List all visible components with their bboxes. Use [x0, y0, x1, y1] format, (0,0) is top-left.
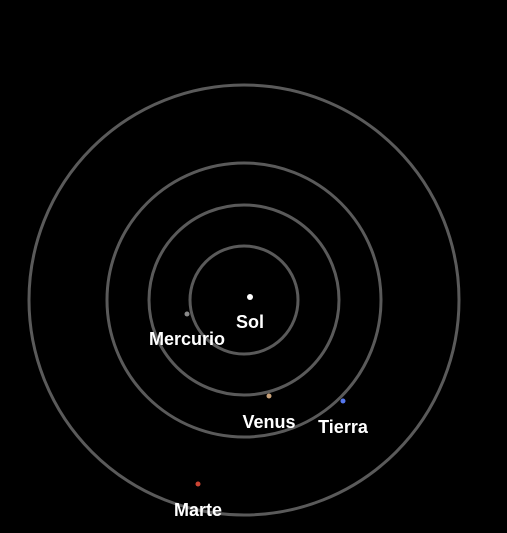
planet-marte-label: Marte [174, 500, 222, 520]
orbit-mercurio [188, 244, 300, 356]
orbit-marte [27, 83, 461, 517]
planet-tierra-dot [340, 398, 346, 404]
planet-venus-dot [266, 393, 272, 399]
planet-mercurio-label: Mercurio [149, 329, 225, 349]
planet-venus-label: Venus [242, 412, 295, 432]
orbit-venus [147, 203, 341, 397]
planet-mercurio-dot [184, 311, 190, 317]
sun-label: Sol [236, 312, 264, 332]
planet-tierra-label: Tierra [318, 417, 369, 437]
orbit-tierra [105, 161, 383, 439]
planet-marte-dot [195, 481, 201, 487]
sun-dot [247, 294, 253, 300]
